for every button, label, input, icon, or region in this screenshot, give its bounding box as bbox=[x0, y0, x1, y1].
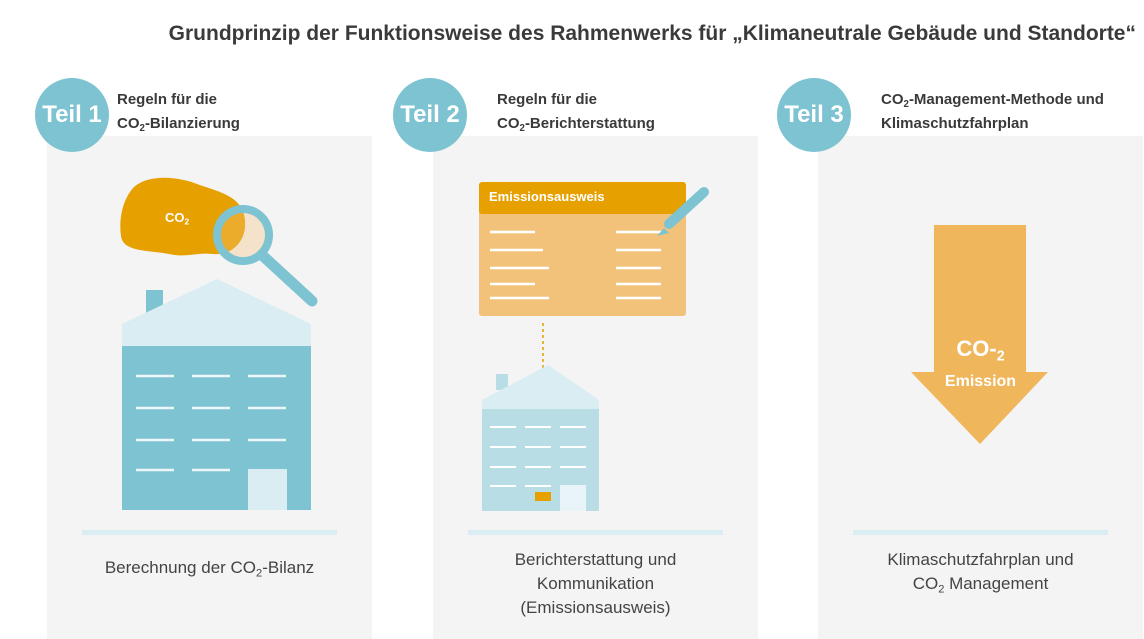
connector-marker bbox=[535, 492, 551, 501]
page-title: Grundprinzip der Funktionsweise des Rahm… bbox=[168, 22, 1136, 45]
caption-line: Kommunikation bbox=[536, 574, 655, 593]
magnifier-icon bbox=[213, 205, 318, 307]
panel-2-illustration bbox=[479, 182, 709, 511]
arrow-co2-label: CO-2 bbox=[956, 336, 1005, 365]
caption-line: (Emissionsausweis) bbox=[520, 598, 671, 617]
caption-line: Klimaschutzfahrplan und bbox=[887, 550, 1074, 569]
caption-line: Berichterstattung und bbox=[514, 550, 677, 569]
caption-teil-1: Berechnung der CO2-Bilanz bbox=[104, 558, 315, 580]
badge-teil-2: Teil 2 bbox=[393, 78, 467, 152]
panel-teil-3: CO-2 Emission Klimaschutzfahrplan und CO… bbox=[818, 136, 1143, 639]
arrow-emission-label: Emission bbox=[944, 373, 1017, 390]
cloud-co2-label: CO2 bbox=[165, 210, 190, 227]
certificate-card-icon bbox=[479, 182, 686, 316]
badge-teil-3: Teil 3 bbox=[777, 78, 851, 152]
building-icon bbox=[122, 279, 311, 510]
heading-teil-1: Regeln für die CO2-Bilanzierung bbox=[117, 88, 240, 136]
down-arrow-icon bbox=[911, 225, 1048, 444]
heading-line-2: CO2-Berichterstattung bbox=[497, 115, 655, 134]
building-icon bbox=[482, 365, 599, 511]
panel-teil-2: Emissionsausweis Berichterstattung und K… bbox=[433, 136, 758, 639]
heading-line-1: Regeln für die bbox=[117, 91, 218, 108]
heading-teil-3: CO2-Management-Methode und Klimaschutzfa… bbox=[881, 88, 1104, 136]
panel-teil-1: CO2 Berechnung der CO2-Bilanz bbox=[47, 136, 372, 639]
badge-teil-1: Teil 1 bbox=[35, 78, 109, 152]
panel-3-illustration bbox=[911, 225, 1048, 444]
caption-line: CO2 Management bbox=[912, 574, 1049, 596]
heading-teil-2: Regeln für die CO2-Berichterstattung bbox=[497, 88, 655, 136]
separator-line bbox=[82, 530, 337, 535]
caption-teil-3: Klimaschutzfahrplan und CO2 Management bbox=[818, 548, 1143, 596]
heading-line-2: CO2-Bilanzierung bbox=[117, 115, 240, 134]
heading-line-2: Klimaschutzfahrplan bbox=[881, 115, 1029, 132]
separator-line bbox=[468, 530, 723, 535]
separator-line bbox=[853, 530, 1108, 535]
panel-1-illustration bbox=[120, 177, 318, 510]
certificate-card-title: Emissionsausweis bbox=[489, 189, 605, 204]
caption-teil-2: Berichterstattung und Kommunikation (Emi… bbox=[433, 548, 758, 620]
pencil-icon bbox=[657, 187, 709, 236]
heading-line-1: Regeln für die bbox=[497, 91, 598, 108]
heading-line-1: CO2-Management-Methode und bbox=[881, 91, 1104, 110]
